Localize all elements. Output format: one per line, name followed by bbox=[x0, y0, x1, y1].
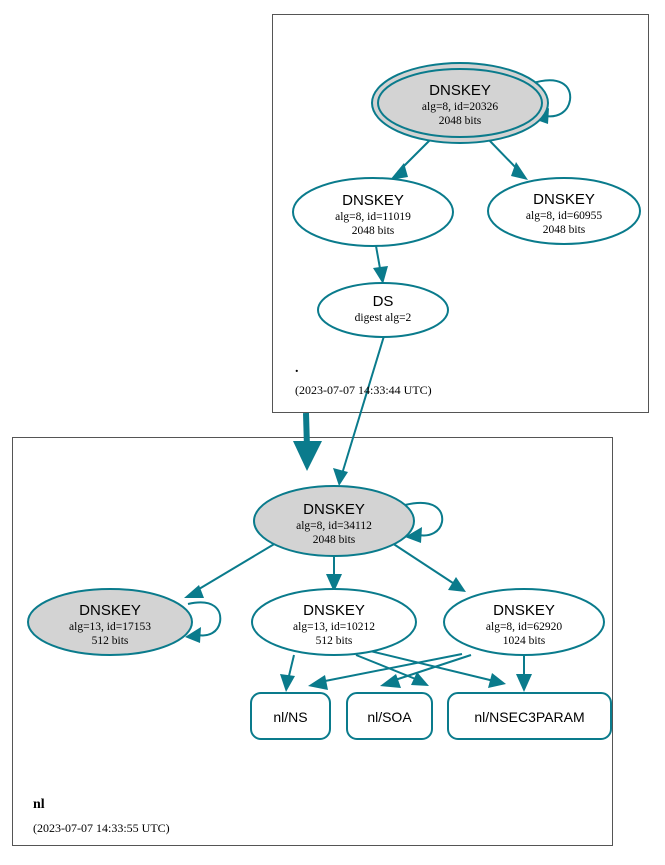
node-ellipse bbox=[292, 177, 454, 247]
edge-sign-root-ksk-to-60955 bbox=[488, 139, 528, 180]
node-detail-line-2: 1024 bits bbox=[503, 635, 546, 647]
node-title: DNSKEY bbox=[303, 602, 365, 619]
edge-self-sign-nl-ksk bbox=[404, 502, 444, 543]
node-dnskey-20326[interactable]: DNSKEY alg=8, id=20326 2048 bits bbox=[371, 62, 549, 144]
rrset-nl-soa[interactable]: nl/SOA bbox=[346, 692, 433, 740]
node-title: DNSKEY bbox=[533, 191, 595, 208]
node-ds-digest-alg-2[interactable]: DS digest alg=2 bbox=[317, 282, 449, 338]
node-detail-line-2: 2048 bits bbox=[543, 224, 586, 236]
node-detail-line-1: alg=8, id=20326 bbox=[422, 101, 498, 113]
edge-ds-to-nl-ksk bbox=[333, 335, 385, 486]
edge-sign-10212-to-nsec3param bbox=[365, 649, 506, 688]
edge-sign-10212-to-ns bbox=[280, 654, 295, 692]
node-detail-line-2: 512 bits bbox=[92, 635, 129, 647]
edge-sign-root-ksk-to-11019 bbox=[390, 139, 431, 180]
node-dnskey-60955[interactable]: DNSKEY alg=8, id=60955 2048 bits bbox=[487, 177, 641, 245]
node-detail-line-1: alg=13, id=10212 bbox=[293, 621, 375, 633]
node-ellipse bbox=[27, 588, 193, 656]
edge-sign-62920-to-ns bbox=[308, 653, 463, 690]
node-dnskey-62920[interactable]: DNSKEY alg=8, id=62920 1024 bits bbox=[443, 588, 605, 656]
rrset-box bbox=[447, 692, 612, 740]
node-detail-line-2: 2048 bits bbox=[313, 534, 356, 546]
edge-zone-delegation-root-to-nl bbox=[293, 412, 322, 471]
node-title: DNSKEY bbox=[303, 501, 365, 518]
node-title: DNSKEY bbox=[429, 82, 491, 99]
node-ellipse bbox=[251, 588, 417, 656]
node-detail-line-2: 2048 bits bbox=[439, 115, 482, 127]
node-title: DS bbox=[373, 293, 394, 310]
rrset-label: nl/NS bbox=[273, 709, 307, 725]
node-dnskey-11019[interactable]: DNSKEY alg=8, id=11019 2048 bits bbox=[292, 177, 454, 247]
node-detail-line-1: alg=13, id=17153 bbox=[69, 621, 151, 633]
node-dnskey-17153[interactable]: DNSKEY alg=13, id=17153 512 bits bbox=[27, 588, 193, 656]
node-dnskey-34112[interactable]: DNSKEY alg=8, id=34112 2048 bits bbox=[253, 485, 415, 557]
node-ellipse bbox=[443, 588, 605, 656]
edge-sign-nl-ksk-to-17153 bbox=[184, 542, 277, 598]
node-ellipse bbox=[253, 485, 415, 557]
zone-timestamp-root: (2023-07-07 14:33:44 UTC) bbox=[295, 383, 432, 397]
rrset-nl-nsec3param[interactable]: nl/NSEC3PARAM bbox=[447, 692, 612, 740]
node-detail-line-2: 2048 bits bbox=[352, 225, 395, 237]
rrset-label: nl/SOA bbox=[367, 709, 412, 725]
node-detail-line-1: alg=8, id=60955 bbox=[526, 210, 602, 222]
rrset-label: nl/NSEC3PARAM bbox=[474, 709, 584, 725]
node-title: DNSKEY bbox=[493, 602, 555, 619]
edge-sign-11019-to-ds bbox=[373, 245, 388, 284]
node-dnskey-10212[interactable]: DNSKEY alg=13, id=10212 512 bits bbox=[251, 588, 417, 656]
zone-timestamp-nl: (2023-07-07 14:33:55 UTC) bbox=[33, 821, 170, 835]
edge-sign-62920-to-soa bbox=[380, 654, 472, 688]
node-detail-line-1: alg=8, id=62920 bbox=[486, 621, 562, 633]
zone-label-root: . bbox=[295, 361, 299, 376]
edge-sign-62920-to-nsec3param bbox=[516, 654, 532, 692]
edge-self-sign-nl-17153 bbox=[185, 601, 222, 643]
node-title: DNSKEY bbox=[79, 602, 141, 619]
rrset-nl-ns[interactable]: nl/NS bbox=[250, 692, 331, 740]
rrset-box bbox=[250, 692, 331, 740]
node-inner-ellipse bbox=[377, 68, 543, 138]
node-detail-line-1: alg=8, id=34112 bbox=[296, 520, 372, 532]
node-ellipse bbox=[317, 282, 449, 338]
node-detail-line-1: digest alg=2 bbox=[355, 312, 412, 324]
node-detail-line-2: 512 bits bbox=[316, 635, 353, 647]
zone-label-nl: nl bbox=[33, 797, 45, 812]
node-ellipse bbox=[487, 177, 641, 245]
node-detail-line-1: alg=8, id=11019 bbox=[335, 211, 411, 223]
rrset-box bbox=[346, 692, 433, 740]
edge-sign-nl-ksk-to-62920 bbox=[391, 542, 466, 592]
node-title: DNSKEY bbox=[342, 192, 404, 209]
